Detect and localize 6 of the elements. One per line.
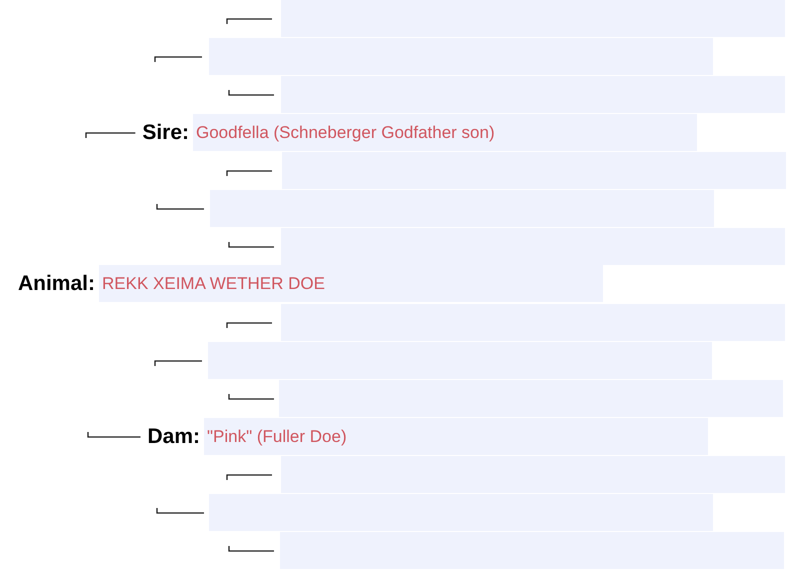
- input-field: "Pink" (Fuller Doe): [204, 418, 708, 455]
- input-field: Goodfella (Schneberger Godfather son): [193, 114, 697, 151]
- field-label: Dam:: [147, 424, 200, 450]
- field-label: Sire:: [142, 120, 189, 146]
- field-label: Animal:: [18, 271, 95, 297]
- input-field: REKK XEIMA WETHER DOE: [99, 265, 603, 302]
